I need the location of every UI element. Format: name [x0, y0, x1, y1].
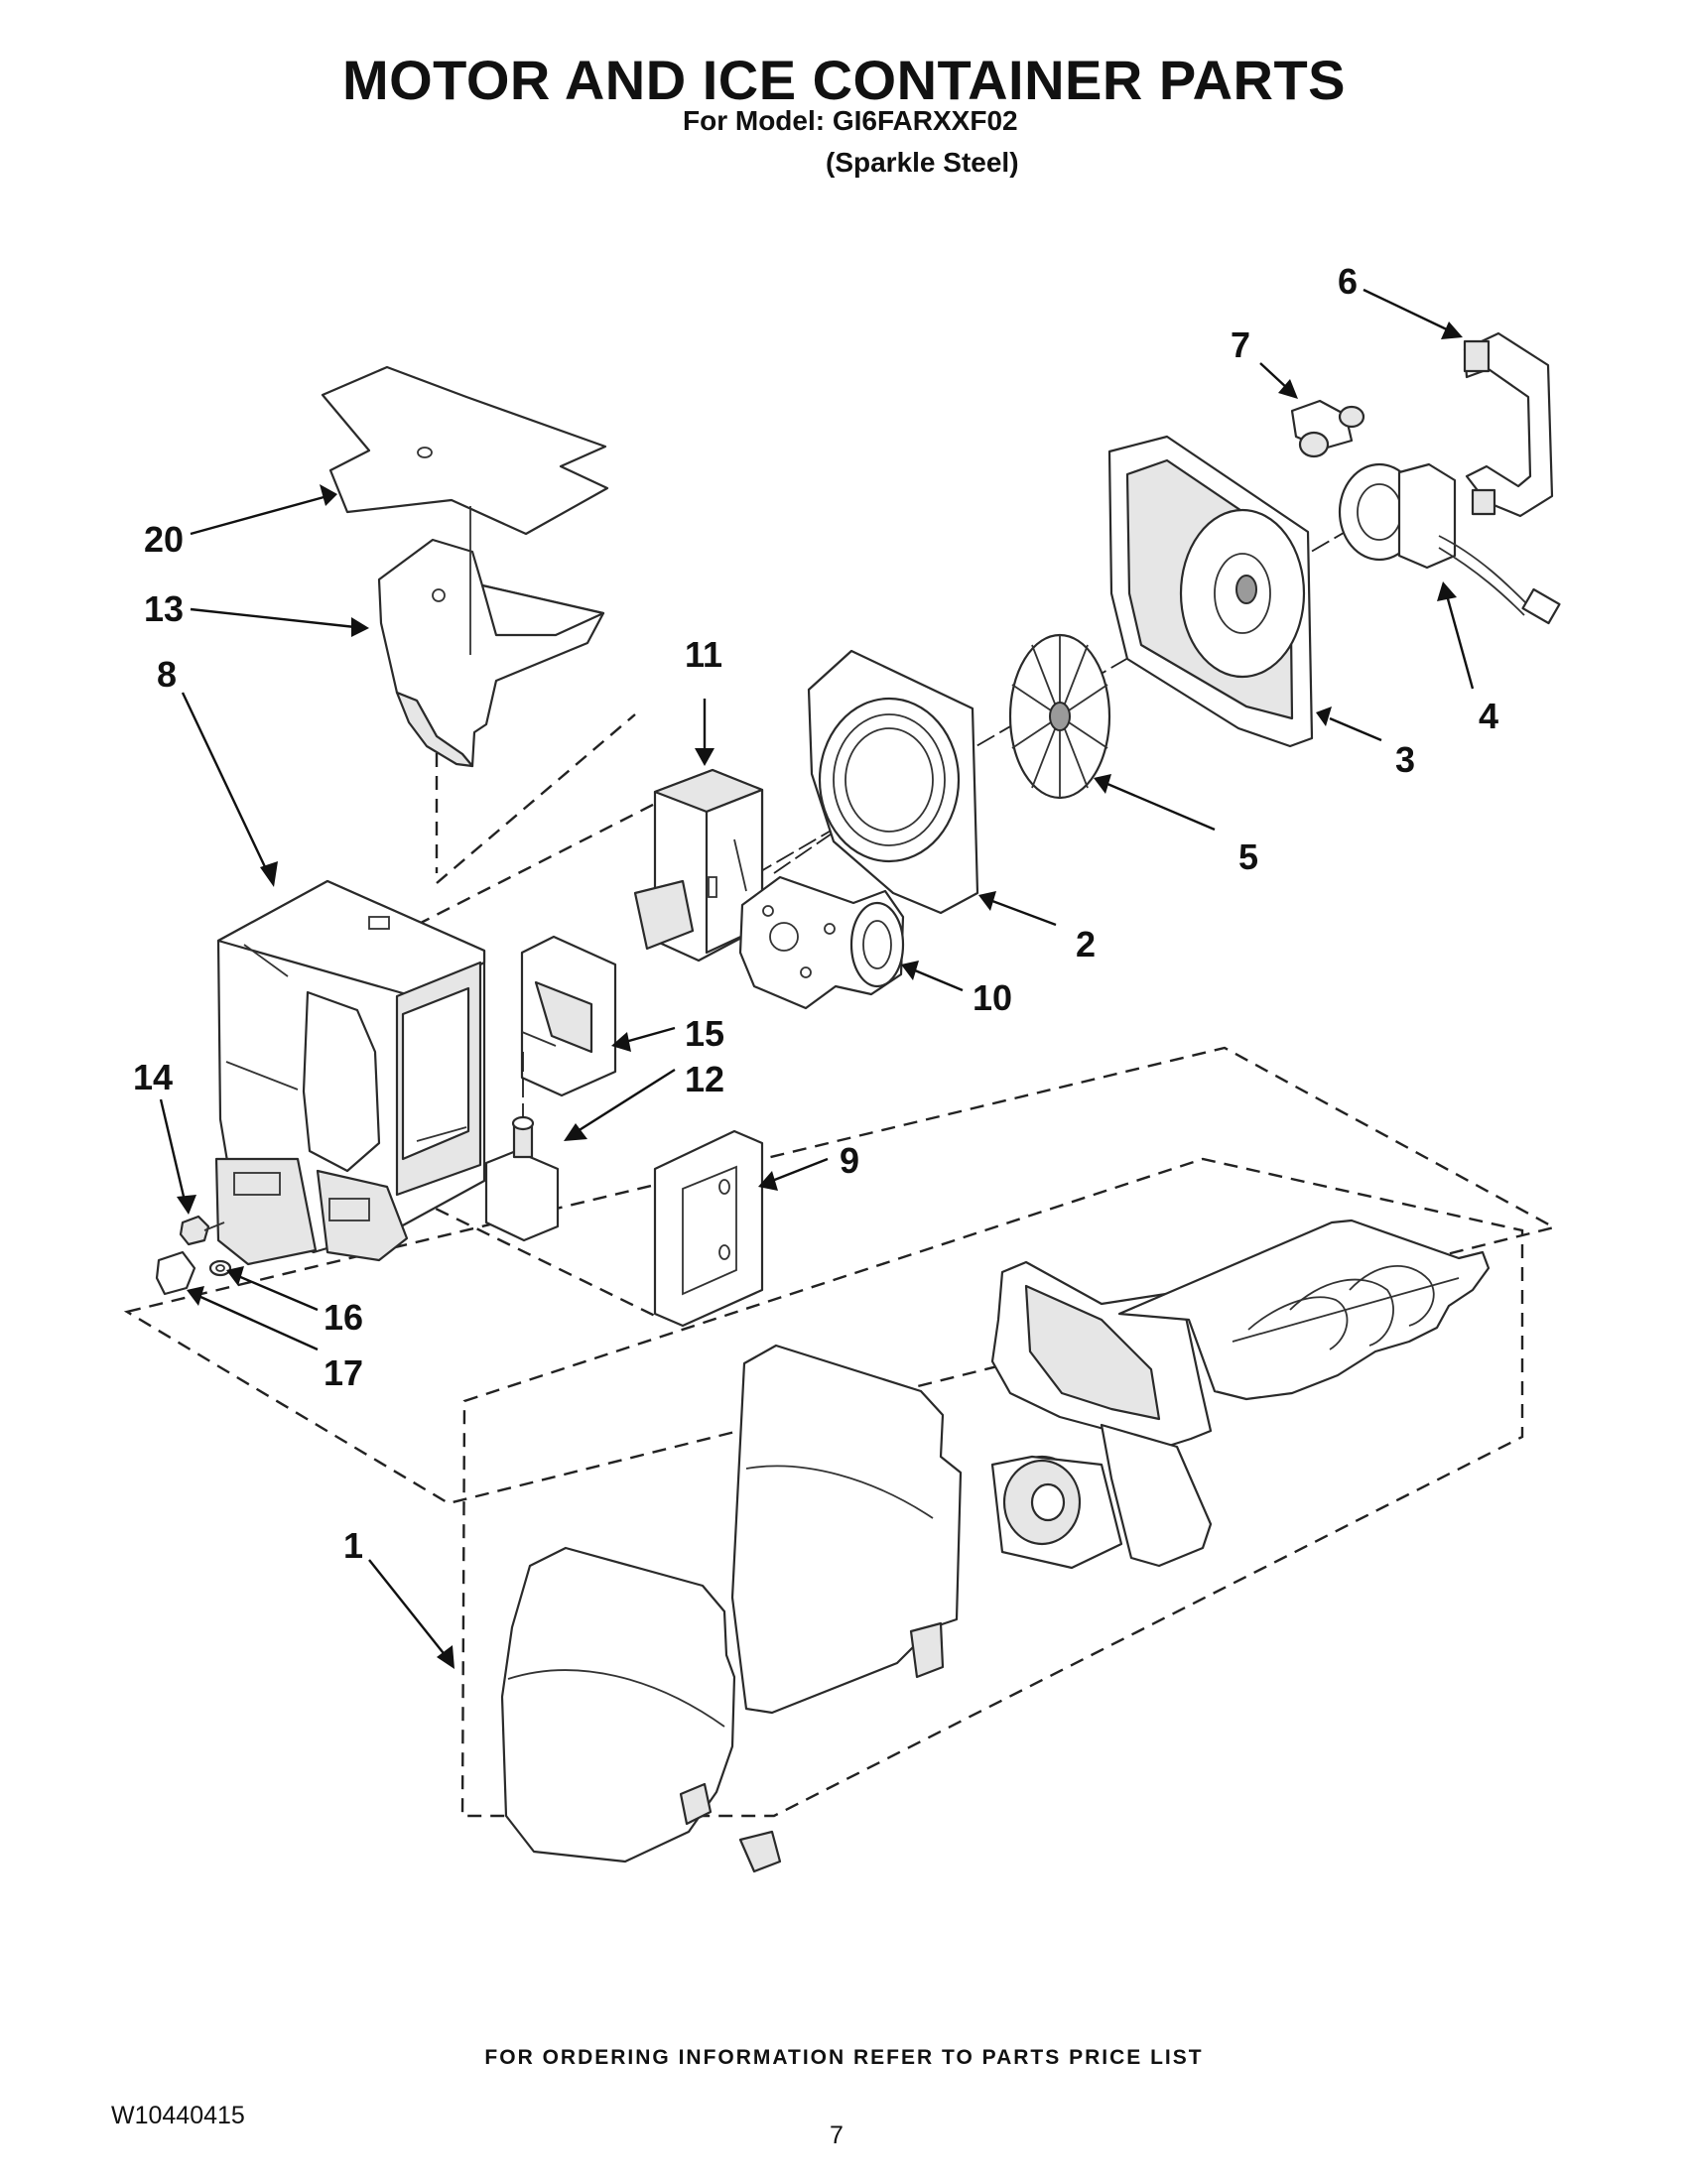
ordering-note: FOR ORDERING INFORMATION REFER TO PARTS … — [484, 2046, 1204, 2069]
model-finish: (Sparkle Steel) — [826, 147, 1019, 178]
leader-9 — [771, 1157, 829, 1183]
callout-11: 11 — [685, 634, 722, 675]
callout-17: 17 — [324, 1352, 363, 1393]
leader-15 — [624, 1026, 676, 1044]
arrowhead-1 — [437, 1645, 454, 1669]
arrowhead-14 — [177, 1195, 196, 1215]
arrowhead-12 — [564, 1123, 587, 1141]
callout-2: 2 — [1076, 924, 1096, 964]
part-3-fan-housing — [1107, 435, 1314, 748]
callout-labels: 20 13 8 11 6 7 4 3 5 2 10 15 12 9 14 16 … — [133, 261, 1498, 1566]
arrowhead-8 — [260, 861, 278, 887]
leader-13 — [190, 607, 356, 629]
part-9-trim-bezel — [653, 1129, 764, 1328]
part-13-duct — [377, 506, 605, 768]
arrowhead-15 — [611, 1032, 631, 1052]
leader-1 — [368, 1559, 448, 1658]
part-4-fan-motor — [1338, 462, 1561, 625]
part-8-dispenser-housing — [214, 879, 486, 1266]
arrowhead-20 — [320, 484, 337, 506]
leader-5 — [1106, 782, 1216, 832]
callout-7: 7 — [1231, 324, 1250, 365]
assembly-link-line-2 — [416, 774, 711, 927]
ice-container-assembly-outline — [460, 1157, 1524, 1818]
page-title: MOTOR AND ICE CONTAINER PARTS — [341, 49, 1347, 111]
callout-3: 3 — [1395, 739, 1415, 780]
leader-arrows — [159, 288, 1475, 1669]
part-14-screw — [179, 1215, 225, 1246]
leader-12 — [577, 1068, 676, 1133]
part-1-door-cover-back — [730, 1344, 963, 1715]
leader-17 — [197, 1294, 319, 1351]
part-5-fan-blade — [1008, 633, 1111, 800]
leader-2 — [991, 899, 1057, 927]
model-number: For Model: GI6FARXXF02 — [683, 105, 1018, 136]
leader-10 — [914, 968, 964, 992]
arrowhead-9 — [758, 1171, 778, 1191]
leader-20 — [190, 494, 328, 536]
leader-6 — [1363, 288, 1452, 333]
assembly-link-line-1 — [394, 1187, 658, 1319]
callout-12: 12 — [685, 1059, 724, 1099]
part-16-washer — [208, 1259, 232, 1277]
arrowhead-17 — [187, 1286, 204, 1306]
callout-5: 5 — [1238, 836, 1258, 877]
callout-9: 9 — [840, 1140, 859, 1181]
callout-8: 8 — [157, 654, 177, 695]
arrowhead-7 — [1278, 379, 1298, 399]
leader-16 — [237, 1274, 319, 1312]
part-2-fan-shroud — [807, 649, 979, 915]
page-number: 7 — [830, 2121, 844, 2149]
callout-10: 10 — [973, 977, 1012, 1018]
dispenser-assembly-outline — [123, 1046, 1558, 1505]
callout-16: 16 — [324, 1297, 363, 1338]
ice-container-assembly — [990, 1219, 1491, 1570]
part-17-clip — [155, 1250, 196, 1296]
part-10-auger-motor — [738, 875, 905, 1010]
part-7-bracket-clip — [1290, 399, 1365, 458]
callout-14: 14 — [133, 1057, 173, 1097]
arrowhead-13 — [351, 617, 369, 637]
callout-20: 20 — [144, 519, 184, 560]
callout-6: 6 — [1338, 261, 1358, 302]
part-15-solenoid-bracket — [520, 935, 617, 1097]
callout-4: 4 — [1479, 696, 1498, 736]
arrowhead-16 — [226, 1266, 244, 1286]
leader-8 — [181, 692, 270, 874]
assembly-link-line-3 — [436, 713, 636, 884]
arrowhead-6 — [1441, 321, 1463, 339]
leader-4 — [1445, 594, 1475, 690]
arrowhead-3 — [1316, 707, 1332, 726]
part-6-motor-bracket — [1463, 331, 1554, 518]
leader-3 — [1329, 716, 1382, 742]
part-20-insulation-sheet — [321, 365, 609, 536]
leader-7 — [1259, 362, 1289, 390]
callout-15: 15 — [685, 1013, 724, 1054]
arrowhead-2 — [978, 891, 996, 911]
arrowhead-5 — [1094, 774, 1111, 794]
leader-14 — [159, 1098, 187, 1202]
part-12-solenoid — [484, 1052, 560, 1242]
callout-13: 13 — [144, 588, 184, 629]
arrowhead-10 — [901, 961, 919, 980]
arrowhead-4 — [1437, 581, 1457, 601]
callout-1: 1 — [343, 1525, 363, 1566]
document-number: W10440415 — [111, 2102, 245, 2129]
arrowhead-11 — [695, 748, 714, 766]
part-1-door-cover-front — [500, 1546, 782, 1873]
